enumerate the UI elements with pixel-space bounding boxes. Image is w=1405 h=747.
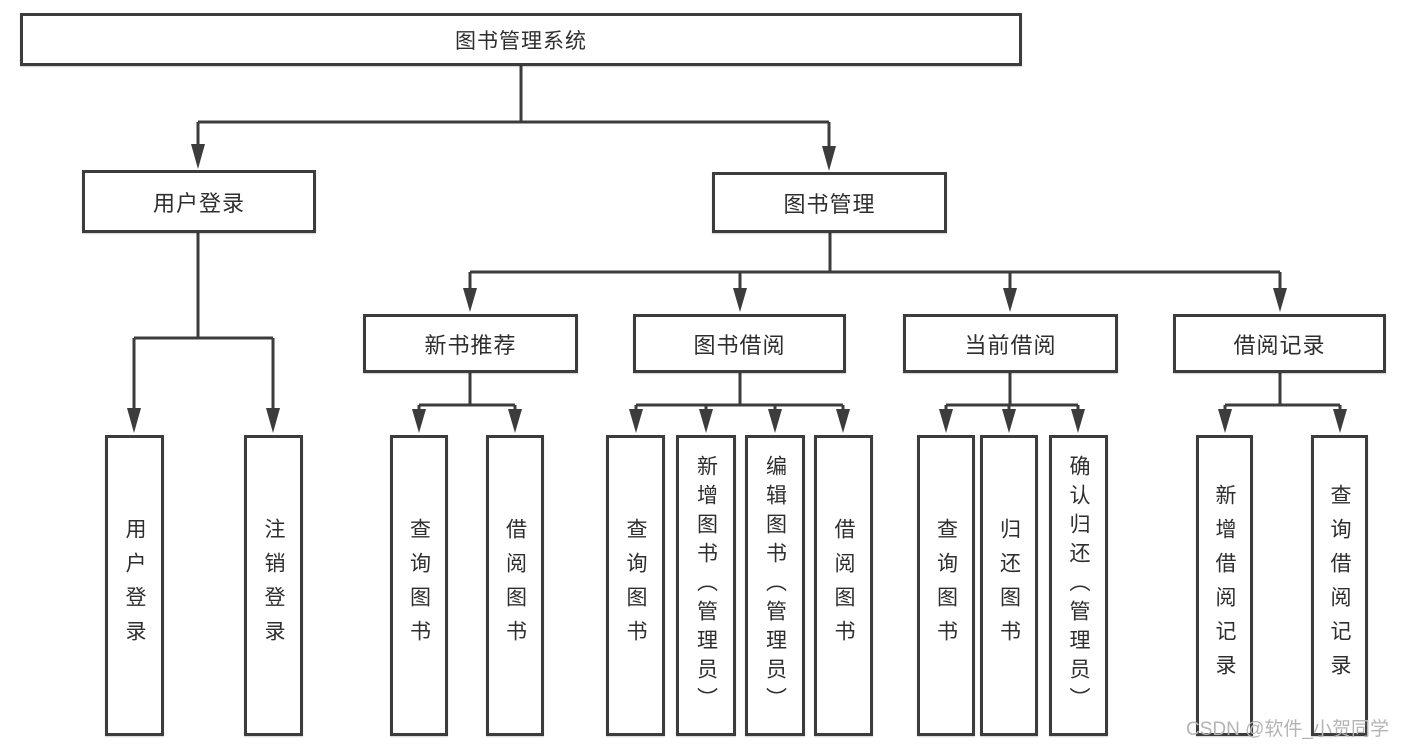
leaf-label: 查询借阅记录 [1328,483,1351,688]
leaf-add-borrow-record: 新增借阅记录 [1196,435,1253,736]
leaf-label: 编辑图书（管理员） [763,455,787,716]
leaf-label: 查询图书 [407,517,431,654]
leaf-edit-books-admin: 编辑图书（管理员） [745,435,805,736]
leaf-query-borrow-record: 查询借阅记录 [1311,435,1368,736]
leaf-label: 查询图书 [934,517,958,654]
leaf-label: 查询图书 [624,517,647,654]
connector-bookmgmt-to-sections [468,233,1282,290]
connector-records-to-leaves [1223,373,1342,411]
leaf-label: 注销登录 [262,517,285,654]
leaf-user-login: 用户登录 [105,435,164,736]
connector-newbook-to-leaves [417,373,517,411]
leaf-label: 新增图书（管理员） [694,455,718,716]
leaf-confirm-return-admin: 确认归还（管理员） [1049,435,1108,736]
leaf-label: 借阅图书 [832,517,855,654]
node-label: 图书借阅 [693,332,786,358]
node-label: 图书管理系统 [455,29,587,53]
leaf-label: 归还图书 [997,517,1021,654]
leaf-logout: 注销登录 [244,435,303,736]
node-current-borrowing: 当前借阅 [903,314,1118,373]
node-borrowing-records: 借阅记录 [1173,314,1386,373]
node-user-login: 用户登录 [82,170,316,233]
connector-root-to-level2 [196,66,831,148]
leaf-label: 用户登录 [123,517,146,654]
connector-current-to-leaves [944,373,1080,411]
leaf-label: 借阅图书 [503,517,527,654]
node-label: 用户登录 [152,190,245,216]
node-new-book-recommendation: 新书推荐 [363,314,578,373]
leaf-label: 确认归还（管理员） [1067,455,1090,716]
leaf-borrow-books: 借阅图书 [486,435,544,736]
leaf-return-books: 归还图书 [980,435,1038,736]
leaf-label: 新增借阅记录 [1213,483,1236,688]
leaf-add-books-admin: 新增图书（管理员） [676,435,736,736]
leaf-query-books: 查询图书 [390,435,448,736]
node-label: 图书管理 [783,191,876,217]
connector-userlogin-to-leaves [132,233,275,410]
node-label: 当前借阅 [964,332,1057,358]
node-book-management: 图书管理 [712,172,947,233]
node-library-management-system: 图书管理系统 [20,13,1022,66]
leaf-query-books: 查询图书 [606,435,665,736]
leaf-query-books: 查询图书 [917,435,975,736]
node-label: 新书推荐 [424,332,517,358]
leaf-borrow-books: 借阅图书 [814,435,873,736]
node-book-borrowing: 图书借阅 [633,314,846,373]
csdn-watermark: CSDN @软件_小贺同学 [1186,719,1389,740]
node-label: 借阅记录 [1233,332,1326,358]
connector-borrowing-to-leaves [634,373,845,411]
